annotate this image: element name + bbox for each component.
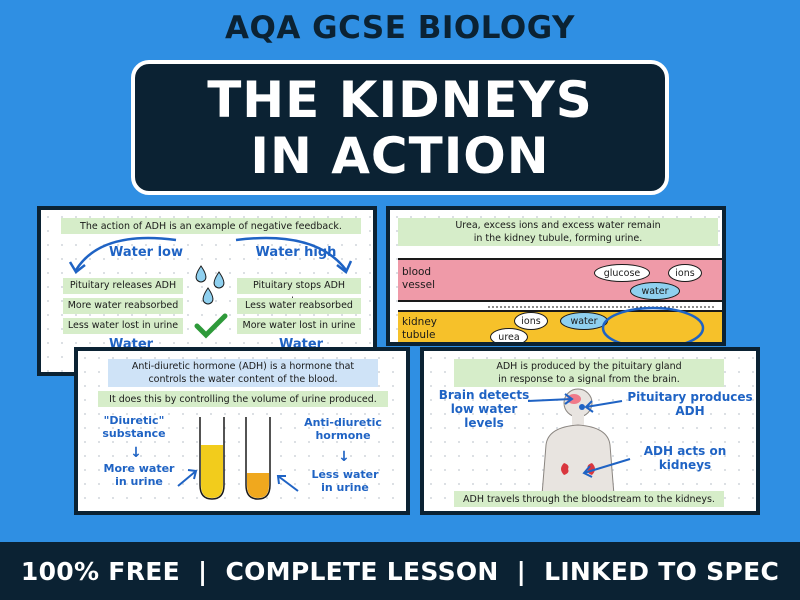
slide3-banner2-text: It does this by controlling the volume o…	[109, 393, 377, 405]
water-drop-icon	[195, 265, 225, 305]
test-tube-icon	[199, 417, 271, 500]
slide2-banner-line1: Urea, excess ions and excess water remai…	[455, 220, 661, 231]
more-water-line2: in urine	[115, 474, 163, 488]
blood-label-line2: vessel	[402, 279, 435, 291]
less-water-label: Less water in urine	[300, 468, 390, 494]
right-step-1: Pituitary stops ADH release	[237, 278, 361, 307]
brain-icon	[567, 394, 581, 404]
diuretic-label: "Diuretic" substance	[94, 414, 174, 440]
slide3-banner2: It does this by controlling the volume o…	[98, 391, 388, 407]
brain-line2: low water	[450, 401, 518, 416]
kidney-tubule-label: kidney tubule	[402, 316, 437, 342]
checkmark-icon	[194, 313, 228, 339]
pituitary-produces-label: Pituitary produces ADH	[622, 390, 756, 419]
down-arrow-left: ↓	[130, 445, 142, 461]
title-box: THE KIDNEYS IN ACTION	[131, 60, 669, 195]
slide-negative-feedback: The action of ADH is an example of negat…	[37, 206, 377, 376]
brain-line1: Brain detects	[438, 388, 530, 402]
oval-ions-blood: ions	[668, 264, 702, 282]
less-water-line2: in urine	[321, 480, 369, 494]
more-water-line1: More water	[103, 462, 175, 475]
slide1-banner-text: The action of ADH is an example of negat…	[80, 220, 342, 232]
adh-line2: kidneys	[658, 457, 712, 472]
slide3-banner: Anti-diuretic hormone (ADH) is a hormone…	[108, 359, 378, 387]
slide4-banner-line1: ADH is produced by the pituitary gland	[496, 361, 682, 372]
left-step-2: More water reabsorbed	[63, 298, 183, 314]
brain-line3: levels	[464, 415, 504, 430]
tubule-label-line2: tubule	[402, 329, 436, 341]
adh-acts-label: ADH acts on kidneys	[630, 444, 740, 473]
highlight-circle	[601, 306, 705, 342]
adh-line1: ADH acts on	[643, 444, 727, 458]
feedback-arrows	[68, 236, 353, 274]
diuretic-line2: substance	[102, 426, 166, 440]
water-high-heading: Water high	[255, 245, 337, 260]
brain-detects-label: Brain detects low water levels	[434, 388, 534, 430]
kidney-icon	[561, 463, 569, 475]
pituitary-line1: Pituitary produces	[627, 390, 753, 404]
body-silhouette-icon	[541, 388, 615, 495]
oval-ions-tubule: ions	[514, 312, 548, 330]
slide-adh-definition: Anti-diuretic hormone (ADH) is a hormone…	[74, 347, 410, 515]
slide4-banner-line2: in response to a signal from the brain.	[498, 374, 680, 385]
anti-diuretic-label: Anti-diuretic hormone	[298, 416, 388, 442]
oval-water-blood: water	[630, 282, 680, 300]
slide-kidney-tubule: Urea, excess ions and excess water remai…	[386, 206, 726, 346]
left-step-3: Less water lost in urine	[63, 318, 183, 334]
right-step-3: More water lost in urine	[237, 318, 361, 334]
oval-glucose: glucose	[594, 264, 650, 282]
slide3-banner-line2: controls the water content of the blood.	[148, 374, 338, 385]
slide2-banner-line2: in the kidney tubule, forming urine.	[473, 233, 643, 244]
course-subtitle: AQA GCSE BIOLOGY	[225, 10, 575, 46]
more-water-label: More water in urine	[94, 462, 184, 488]
slide-adh-production: ADH is produced by the pituitary gland i…	[420, 347, 760, 515]
footer-text: 100% FREE | COMPLETE LESSON | LINKED TO …	[20, 556, 780, 586]
kidney-tubule-band	[398, 310, 722, 342]
anti-line2: hormone	[315, 428, 371, 442]
water-low-heading: Water low	[108, 245, 183, 260]
tubule-label-line1: kidney	[402, 316, 437, 328]
slide1-banner: The action of ADH is an example of negat…	[61, 218, 361, 234]
pituitary-line2: ADH	[675, 403, 705, 418]
slide4-bottom-banner: ADH travels through the bloodstream to t…	[454, 491, 724, 507]
footer-banner: 100% FREE | COMPLETE LESSON | LINKED TO …	[0, 542, 800, 600]
slide4-bottom-banner-text: ADH travels through the bloodstream to t…	[463, 493, 715, 505]
pointer-arrows	[177, 469, 299, 492]
oval-urea: urea	[490, 328, 528, 342]
anti-line1: Anti-diuretic	[304, 416, 382, 429]
slide4-banner: ADH is produced by the pituitary gland i…	[454, 359, 724, 387]
less-water-line1: Less water	[311, 468, 379, 481]
slide3-banner-line1: Anti-diuretic hormone (ADH) is a hormone…	[131, 361, 355, 372]
slide2-banner: Urea, excess ions and excess water remai…	[398, 218, 718, 246]
right-step-2: Less water reabsorbed	[237, 298, 361, 314]
down-arrow-right: ↓	[338, 449, 350, 465]
slide4-arrows	[527, 393, 631, 478]
title-line-1: THE KIDNEYS	[207, 70, 593, 129]
left-step-1: Pituitary releases ADH	[63, 278, 183, 294]
blood-label-line1: blood	[402, 266, 432, 278]
blood-vessel-label: blood vessel	[402, 266, 435, 292]
diuretic-line1: "Diuretic"	[103, 414, 165, 427]
title-line-2: IN ACTION	[250, 126, 550, 185]
flow-arrow-blood	[488, 306, 716, 308]
